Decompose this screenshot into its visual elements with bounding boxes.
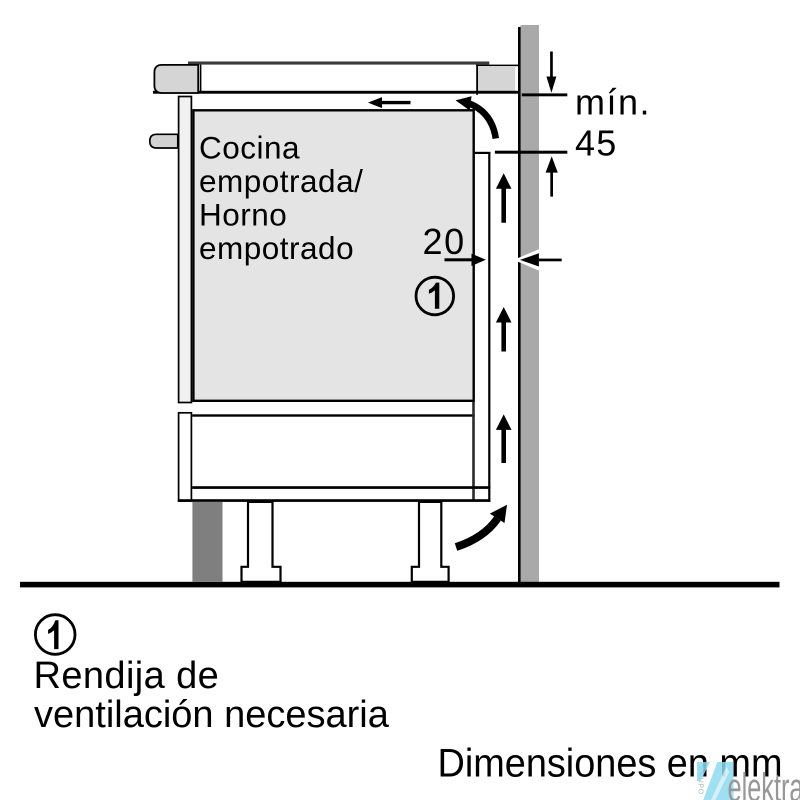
svg-text:Cocina: Cocina: [199, 130, 300, 166]
svg-text:Rendija de: Rendija de: [34, 655, 220, 697]
svg-text:ventilación necesaria: ventilación necesaria: [34, 694, 390, 736]
svg-text:empotrado: empotrado: [199, 230, 354, 266]
svg-text:45: 45: [575, 123, 617, 164]
svg-text:mín.: mín.: [575, 82, 651, 123]
svg-text:elektra: elektra: [728, 766, 800, 800]
svg-text:empotrada/: empotrada/: [199, 163, 363, 199]
svg-text:Horno: Horno: [199, 197, 287, 233]
svg-text:20: 20: [423, 221, 466, 262]
